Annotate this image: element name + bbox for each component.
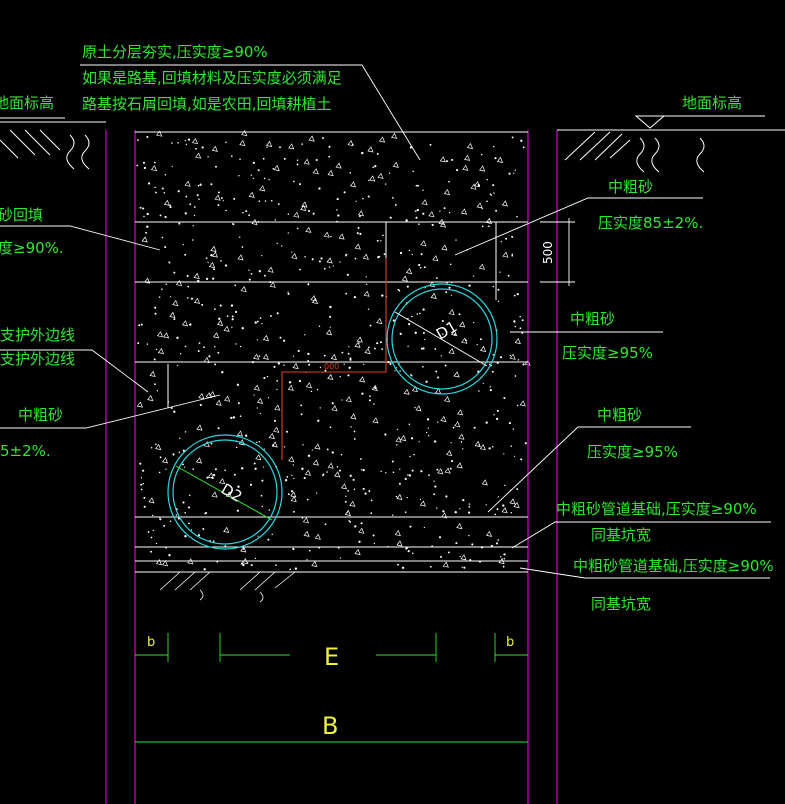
right-compaction-1: 压实度85±2%. (598, 214, 703, 232)
dim-e-label: E (324, 643, 339, 671)
right-compaction-2: 压实度≥95% (562, 344, 653, 362)
right-sand-3: 中粗砂 (597, 406, 642, 424)
pipe-offset-dimension (281, 258, 387, 460)
dimension-500 (540, 218, 575, 286)
bottom-dimensions (135, 633, 528, 743)
pipe-d2 (167, 434, 283, 550)
ground-surface-right (557, 115, 785, 173)
pipe-d1-diameter-line (394, 311, 488, 367)
top-note-line1: 原土分层夯实,压实度≥90% (82, 43, 268, 61)
dimension-500-label: 500 (541, 241, 555, 264)
dim-b-left-label: b (147, 635, 155, 650)
ground-surface-left (0, 117, 106, 170)
pipe-d1-label: D1 (433, 317, 460, 343)
ground-level-right-label: 地面标高 (682, 94, 742, 112)
left-backfill-1: 砂回填 (0, 206, 43, 224)
ground-below-trench (159, 571, 296, 603)
leader-lines (0, 64, 771, 579)
dim-b-total-label: B (322, 712, 338, 740)
top-note-line2: 如果是路基,回填材料及压实度必须满足 (82, 69, 342, 87)
top-note-line3: 路基按石屑回填,如是农田,回填耕植土 (82, 95, 332, 113)
pipe-d1 (386, 283, 498, 395)
right-sand-2: 中粗砂 (570, 310, 615, 328)
backfill-layer-lines (135, 131, 528, 573)
right-sand-1: 中粗砂 (608, 178, 653, 196)
ground-level-left-label: 地面标高 (0, 94, 54, 112)
base-width-2: 同基坑宽 (591, 595, 651, 613)
backfill-speckle-pattern (136, 129, 531, 571)
trench-walls (105, 130, 558, 804)
base-width-1: 同基坑宽 (591, 526, 651, 544)
left-support-2: 支护外边线 (0, 350, 75, 368)
left-compaction: 5±2%. (0, 442, 51, 460)
right-compaction-3: 压实度≥95% (587, 443, 678, 461)
left-backfill-2: 度≥90%. (0, 239, 64, 257)
pipe-offset-label: 000 (324, 362, 339, 371)
base-note-1: 中粗砂管道基础,压实度≥90% (556, 500, 757, 518)
base-note-2: 中粗砂管道基础,压实度≥90% (573, 557, 774, 575)
left-support-1: 支护外边线 (0, 326, 75, 344)
left-sand: 中粗砂 (18, 406, 63, 424)
dim-b-right-label: b (506, 635, 514, 650)
pipe-d2-diameter-line (175, 465, 273, 521)
